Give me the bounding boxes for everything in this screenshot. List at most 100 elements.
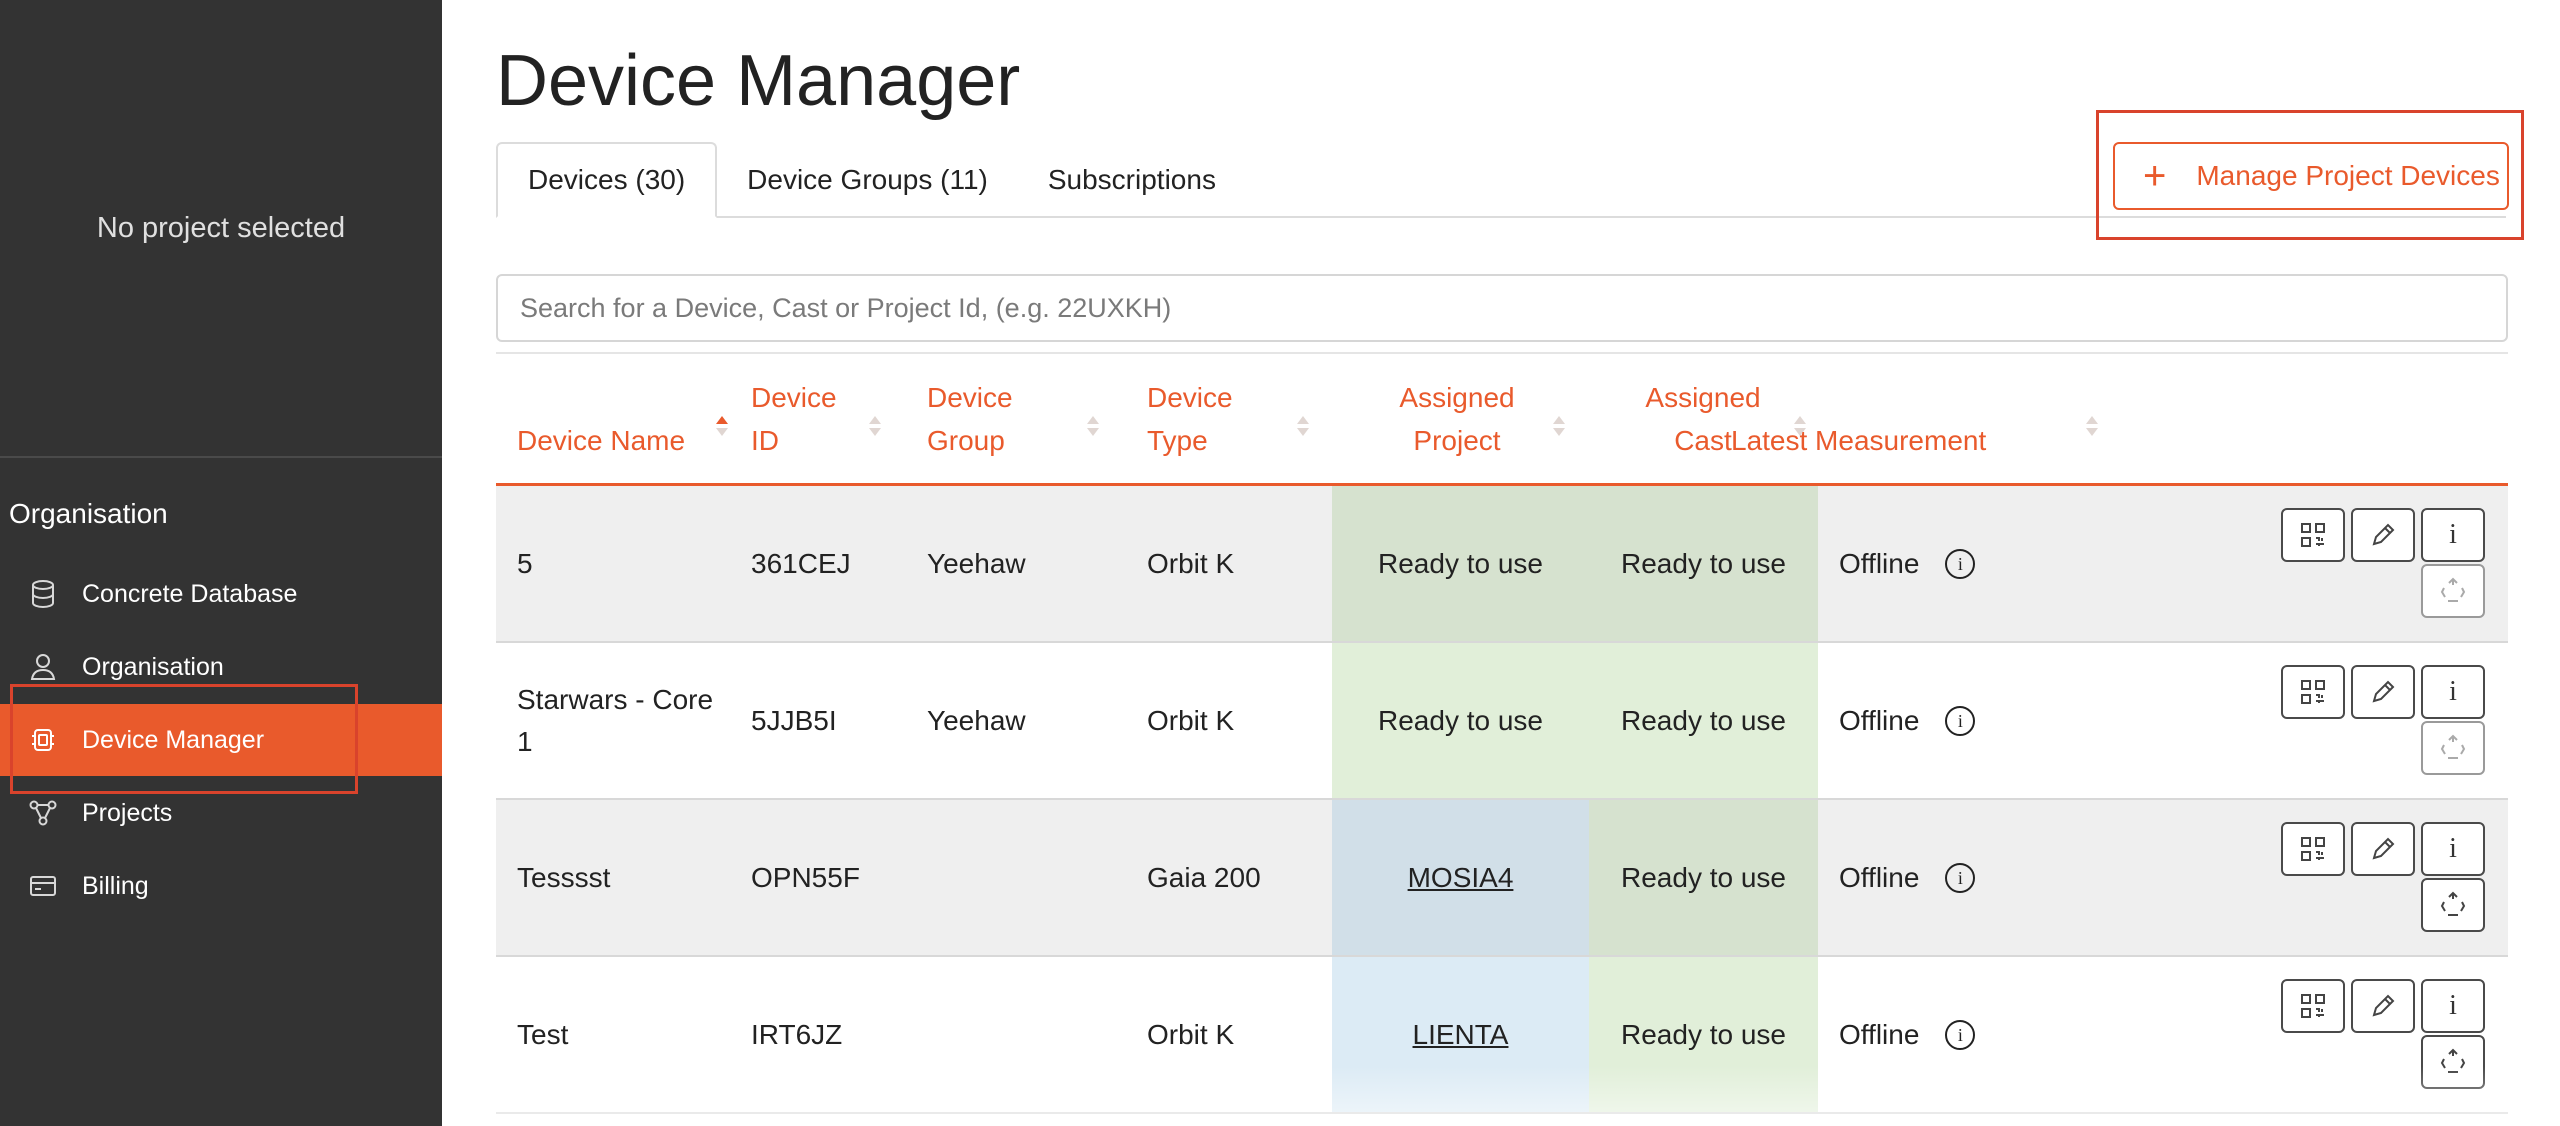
cell-assigned-cast: Ready to use [1589, 800, 1818, 955]
sidebar-item-label: Projects [82, 798, 173, 827]
recycle-icon [2440, 577, 2466, 602]
sort-icon [1552, 416, 1566, 440]
row-actions: i [2281, 979, 2489, 1091]
tab-bar: Devices (30) Device Groups (11) Subscrip… [496, 142, 2506, 218]
cell-device-group: Yeehaw [927, 547, 1026, 579]
sidebar: No project selected Organisation Concret… [0, 0, 442, 1126]
tab-subscriptions[interactable]: Subscriptions [1047, 164, 1216, 195]
info-button[interactable]: i [2421, 508, 2485, 562]
info-icon[interactable]: i [1945, 548, 1976, 579]
edit-button[interactable] [2351, 979, 2415, 1033]
edit-button[interactable] [2351, 508, 2415, 562]
cell-device-id: 5JJB5I [751, 704, 837, 736]
qr-code-icon [2301, 837, 2325, 861]
qr-code-icon [2301, 523, 2325, 547]
cell-device-id: IRT6JZ [751, 1018, 843, 1050]
main-content: Device Manager Devices (30) Device Group… [442, 0, 2560, 1126]
cell-device-name: 5 [517, 547, 533, 579]
measurement-status: Offline [1839, 547, 1920, 579]
project-link[interactable]: LIENTA [1412, 1018, 1509, 1050]
search-input[interactable] [496, 274, 2508, 342]
qr-code-icon [2301, 680, 2325, 704]
cell-latest-measurement: Offline i [1839, 800, 2139, 955]
sort-icon [2085, 416, 2099, 440]
tab-devices[interactable]: Devices (30) [496, 142, 718, 218]
cell-assigned-project: LIENTA [1332, 957, 1589, 1112]
info-button[interactable]: i [2421, 979, 2485, 1033]
sidebar-item-projects[interactable]: Projects [0, 777, 442, 849]
cell-assigned-cast: Ready to use [1589, 486, 1818, 641]
measurement-status: Offline [1839, 704, 1920, 736]
column-header-device-type[interactable]: Device Type [1147, 376, 1309, 462]
tab-device-groups[interactable]: Device Groups (11) [747, 164, 988, 195]
sort-icon [1296, 416, 1310, 440]
cell-device-group [927, 957, 1127, 1112]
cell-device-group [927, 800, 1127, 955]
column-header-latest-measurement[interactable]: Latest Measurement [1731, 376, 2131, 462]
cell-device-id: 361CEJ [751, 547, 851, 579]
qr-code-button[interactable] [2281, 665, 2345, 719]
cell-device-name: Starwars - Core 1 [517, 683, 714, 757]
edit-button[interactable] [2351, 822, 2415, 876]
manage-project-devices-label: Manage Project Devices [2196, 160, 2500, 191]
recycle-icon [2440, 734, 2466, 759]
recycle-button[interactable] [2421, 878, 2485, 932]
cell-assigned-cast: Ready to use [1589, 957, 1818, 1112]
divider [496, 352, 2508, 354]
table-row[interactable]: 5 361CEJ Yeehaw Orbit K Ready to use Rea… [496, 486, 2508, 643]
devices-table: Device Name Device ID Device Group Devic… [496, 356, 2508, 1114]
cell-device-type: Orbit K [1147, 704, 1235, 736]
page-title: Device Manager [496, 41, 1021, 121]
qr-code-button[interactable] [2281, 979, 2345, 1033]
project-link[interactable]: MOSIA4 [1407, 861, 1514, 893]
database-icon [28, 579, 58, 609]
info-icon[interactable]: i [1945, 705, 1976, 736]
row-actions: i [2281, 665, 2489, 777]
manage-project-devices-button[interactable]: + Manage Project Devices [2113, 142, 2509, 210]
card-icon [28, 871, 58, 901]
info-button[interactable]: i [2421, 665, 2485, 719]
cell-device-id: OPN55F [751, 861, 860, 893]
info-button[interactable]: i [2421, 822, 2485, 876]
cell-latest-measurement: Offline i [1839, 957, 2139, 1112]
column-header-assigned-cast[interactable]: Assigned Cast [1588, 376, 1818, 462]
recycle-button[interactable] [2421, 721, 2485, 775]
cell-latest-measurement: Offline i [1839, 643, 2139, 798]
plus-icon: + [2143, 154, 2167, 198]
info-icon[interactable]: i [1945, 1019, 1976, 1050]
measurement-status: Offline [1839, 861, 1920, 893]
sort-icon [1086, 416, 1100, 440]
column-header-assigned-project[interactable]: Assigned Project [1332, 376, 1582, 462]
sidebar-item-organisation[interactable]: Organisation [0, 631, 442, 703]
project-status: No project selected [0, 0, 442, 458]
pencil-icon [2372, 837, 2395, 860]
column-header-device-name[interactable]: Device Name [517, 376, 728, 462]
table-header: Device Name Device ID Device Group Devic… [496, 356, 2508, 486]
sidebar-item-billing[interactable]: Billing [0, 850, 442, 922]
edit-button[interactable] [2351, 665, 2415, 719]
user-icon [28, 652, 58, 682]
table-row[interactable]: Test IRT6JZ Orbit K LIENTA Ready to use … [496, 957, 2508, 1114]
measurement-status: Offline [1839, 1018, 1920, 1050]
cell-device-name: Test [517, 1018, 569, 1050]
column-header-device-id[interactable]: Device ID [751, 376, 881, 462]
sidebar-item-label: Billing [82, 871, 149, 900]
sidebar-item-device-manager[interactable]: Device Manager [0, 704, 442, 776]
qr-code-button[interactable] [2281, 822, 2345, 876]
table-row[interactable]: Starwars - Core 1 5JJB5I Yeehaw Orbit K … [496, 643, 2508, 800]
info-icon[interactable]: i [1945, 862, 1976, 893]
qr-code-button[interactable] [2281, 508, 2345, 562]
recycle-button[interactable] [2421, 1035, 2485, 1089]
sidebar-item-concrete-database[interactable]: Concrete Database [0, 558, 442, 630]
cell-device-type: Orbit K [1147, 547, 1235, 579]
table-row[interactable]: Tesssst OPN55F Gaia 200 MOSIA4 Ready to … [496, 800, 2508, 957]
pencil-icon [2372, 994, 2395, 1017]
recycle-button[interactable] [2421, 564, 2485, 618]
qr-code-icon [2301, 994, 2325, 1018]
chip-icon [28, 725, 58, 755]
cell-device-group: Yeehaw [927, 704, 1026, 736]
cell-assigned-project: Ready to use [1332, 486, 1589, 641]
cell-device-type: Orbit K [1147, 1018, 1235, 1050]
column-header-device-group[interactable]: Device Group [927, 376, 1099, 462]
cell-device-type: Gaia 200 [1147, 861, 1261, 893]
